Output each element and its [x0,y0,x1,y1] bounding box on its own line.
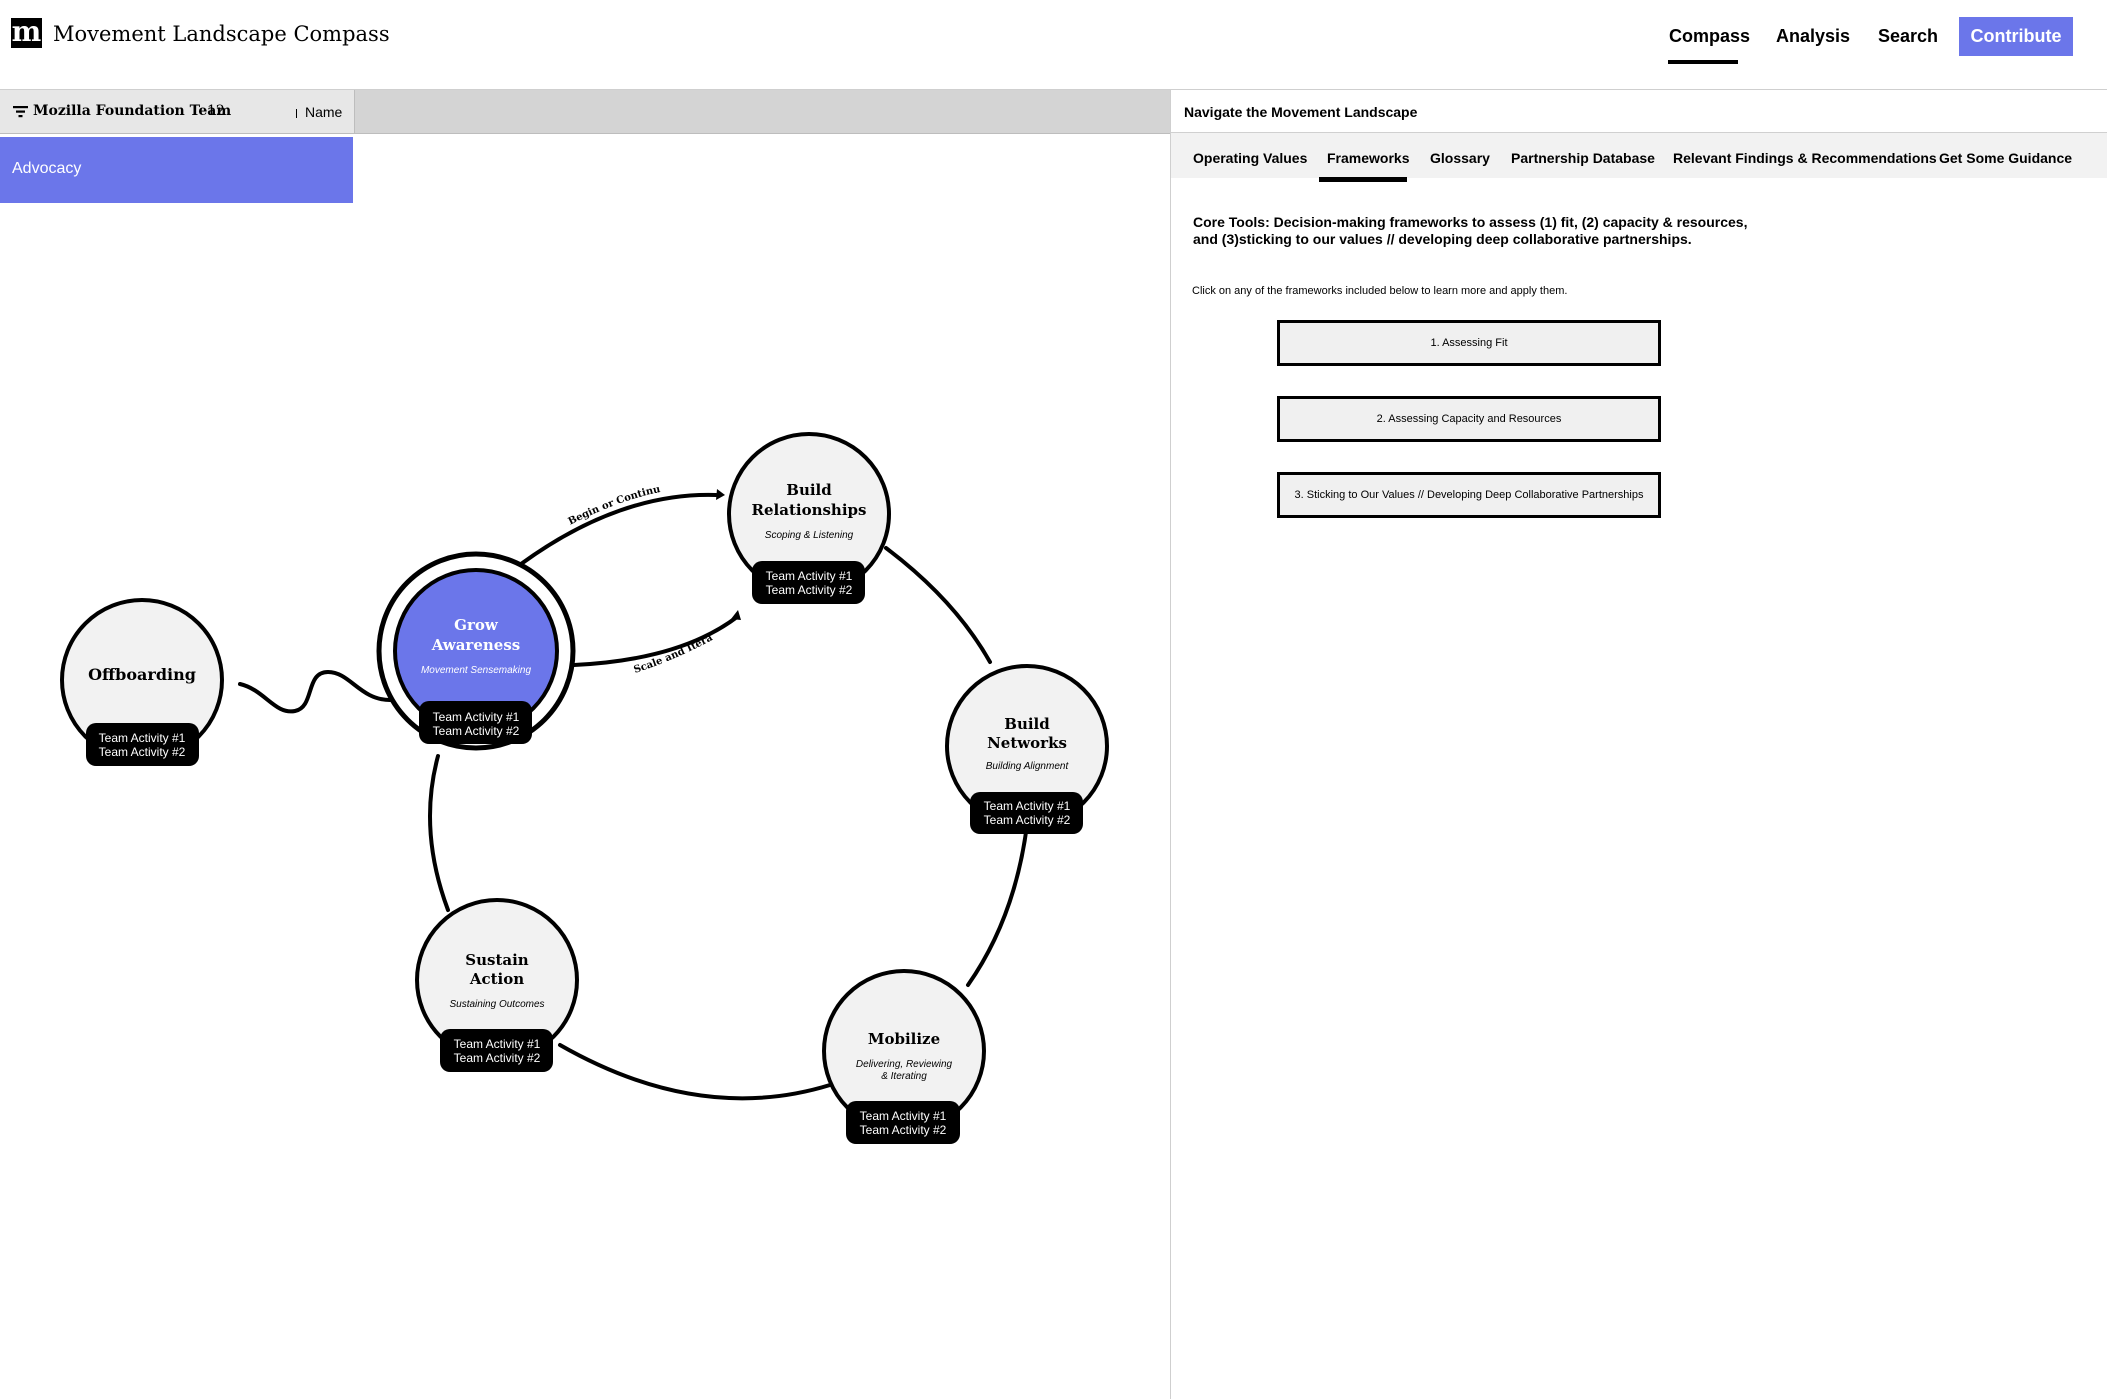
nav-analysis[interactable]: Analysis [1776,26,1851,46]
team-activity[interactable]: Team Activity #1 [433,710,520,724]
framework-values-partnerships-button[interactable]: 3. Sticking to Our Values // Developing … [1277,472,1661,518]
edge-label-scale-and-iterate: Scale and Iterate [0,150,715,676]
arrowhead-icon [716,489,725,500]
connector-sustain-grow [428,754,450,912]
team-activity[interactable]: Team Activity #2 [860,1123,947,1137]
core-tools-heading-line: Core Tools: Decision-making frameworks t… [1193,214,1748,230]
connector-relationships-networks [884,546,992,664]
team-name: Mozilla Foundation Team [33,103,232,119]
tab-relevant-findings[interactable]: Relevant Findings & Recommendations [1673,150,1937,166]
tab-get-some-guidance[interactable]: Get Some Guidance [1939,150,2073,166]
node-title: Offboarding [88,665,196,684]
tab-partnership-database[interactable]: Partnership Database [1511,150,1655,166]
team-activity[interactable]: Team Activity #2 [766,583,853,597]
sort-label: Name [305,104,343,120]
connector-offboarding-grow [238,669,392,714]
compass-node-offboarding[interactable]: Offboarding Team Activity #1 Team Activi… [60,598,224,766]
top-navigation-bar: m Movement Landscape Compass Compass Ana… [0,0,2107,90]
node-title: Build [786,481,832,499]
tab-operating-values[interactable]: Operating Values [1193,150,1308,166]
compass-node-mobilize[interactable]: Mobilize Delivering, Reviewing & Iterati… [822,969,986,1144]
filter-icon[interactable] [13,105,28,118]
movement-landscape-panel: Navigate the Movement Landscape Operatin… [1171,90,2107,1399]
nav-search[interactable]: Search [1878,26,1939,46]
node-subtitle: & Iterating [881,1071,927,1082]
connector-networks-mobilize [966,823,1029,987]
panel-tabs: Operating Values Frameworks Glossary Par… [1171,133,2107,178]
left-toolbar: Mozilla Foundation Team 12 Name [0,90,1170,134]
framework-instructions: Click on any of the frameworks included … [1192,285,1568,297]
sort-by-name[interactable]: Name [296,102,342,122]
connector-mobilize-sustain [558,1043,832,1101]
panel-divider [1170,90,1171,1399]
connector-scale-and-iterate [572,615,739,667]
app-title: Movement Landscape Compass [53,22,390,46]
team-activity[interactable]: Team Activity #2 [99,745,186,759]
team-activity[interactable]: Team Activity #1 [99,731,186,745]
node-title: Mobilize [868,1030,940,1048]
team-activity[interactable]: Team Activity #1 [766,569,853,583]
active-nav-indicator [1668,60,1738,64]
team-activity[interactable]: Team Activity #1 [454,1037,541,1051]
active-tab-indicator [1319,177,1407,182]
panel-title: Navigate the Movement Landscape [1184,104,1418,120]
compass-node-build-networks[interactable]: Build Networks Building Alignment Team A… [945,664,1109,834]
node-subtitle: Sustaining Outcomes [449,999,544,1010]
node-title: Sustain [465,951,529,969]
node-title: Awareness [431,636,520,654]
connector-begin-or-continue [519,492,718,566]
node-subtitle: Movement Sensemaking [421,665,531,676]
node-title: Build [1004,715,1050,733]
framework-assessing-fit-button[interactable]: 1. Assessing Fit [1277,320,1661,366]
core-tools-heading-line: and (3)sticking to our values // develop… [1193,231,1692,247]
mozilla-logo-icon[interactable]: m [11,15,42,48]
core-tools-heading: Core Tools: Decision-making frameworks t… [1193,214,1753,248]
team-activity[interactable]: Team Activity #1 [860,1109,947,1123]
team-count: 12 [207,103,225,119]
compass-node-grow-awareness[interactable]: Grow Awareness Movement Sensemaking Team… [376,551,576,751]
tab-glossary[interactable]: Glossary [1430,150,1490,166]
compass-connections [238,492,1029,1101]
edge-label-begin-text: Begin or Continue [0,150,661,528]
tab-frameworks[interactable]: Frameworks [1327,150,1410,166]
node-title: Grow [454,616,499,634]
node-subtitle: Delivering, Reviewing [856,1059,953,1070]
nav-compass[interactable]: Compass [1669,26,1751,46]
edge-label-begin-or-continue: Begin or Continue [0,150,661,528]
sidebar-item-label: Advocacy [12,160,82,177]
node-subtitle: Building Alignment [986,761,1070,772]
node-subtitle: Scoping & Listening [765,530,854,541]
team-activity[interactable]: Team Activity #2 [984,813,1071,827]
node-title: Relationships [752,501,867,519]
node-title: Action [469,970,524,988]
panel-divider [1171,132,2107,133]
compass-node-sustain-action[interactable]: Sustain Action Sustaining Outcomes Team … [415,898,579,1072]
team-activity[interactable]: Team Activity #2 [433,724,520,738]
team-activity[interactable]: Team Activity #2 [454,1051,541,1065]
edge-label-scale-text: Scale and Iterate [0,150,715,676]
framework-capacity-resources-button[interactable]: 2. Assessing Capacity and Resources [1277,396,1661,442]
team-filter[interactable]: Mozilla Foundation Team 12 Name [0,90,355,133]
node-title: Networks [987,734,1067,752]
compass-node-build-relationships[interactable]: Build Relationships Scoping & Listening … [727,432,891,604]
sort-icon [296,108,297,118]
sidebar-item-advocacy[interactable]: Advocacy [0,137,353,203]
contribute-button[interactable]: Contribute [1959,17,2073,56]
compass-diagram: Begin or Continue Scale and Iterate Offb… [0,150,1109,1144]
team-activity[interactable]: Team Activity #1 [984,799,1071,813]
arrowhead-icon [731,610,741,620]
